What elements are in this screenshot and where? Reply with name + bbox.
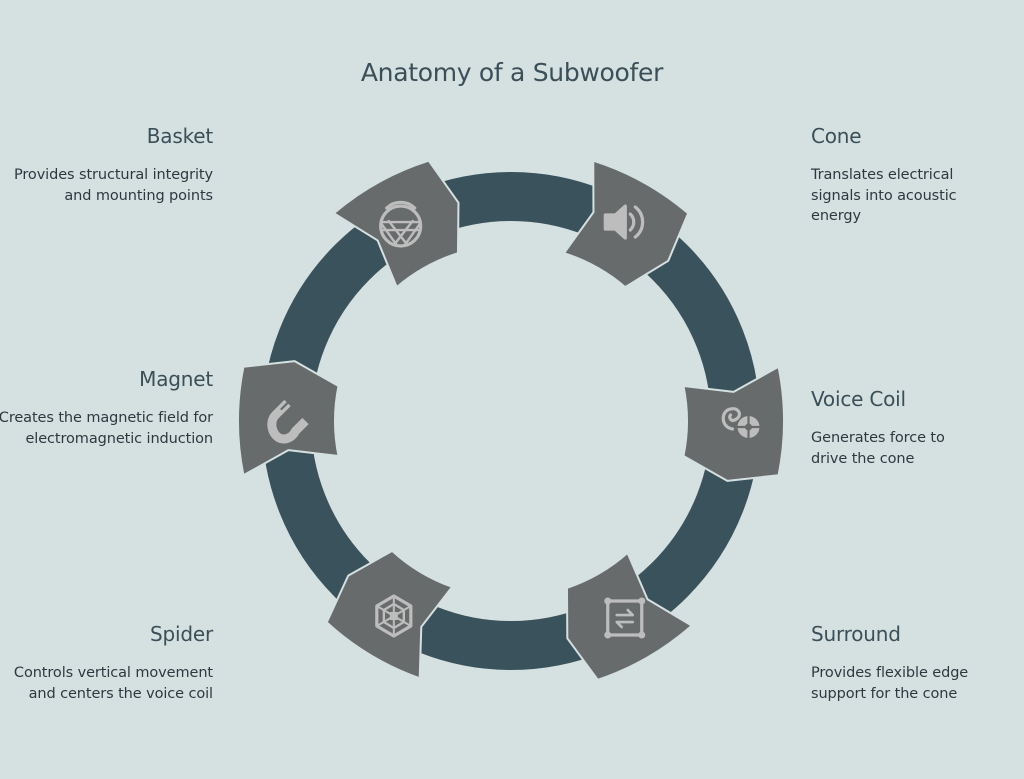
diagram-title: Anatomy of a Subwoofer — [360, 58, 664, 87]
part-name-voice-coil: Voice Coil — [811, 387, 906, 411]
part-name-basket: Basket — [146, 124, 213, 148]
coil-icon — [721, 407, 761, 440]
segment-basket — [332, 159, 460, 289]
part-description-cone: Translates electrical signals into acous… — [811, 167, 957, 224]
label-cone: Cone Translates electrical signals into … — [811, 124, 981, 227]
label-surround: Surround Provides flexible edge support … — [811, 622, 981, 704]
spiderweb-icon — [375, 594, 413, 638]
label-magnet: Magnet Creates the magnetic field for el… — [0, 367, 213, 449]
part-name-spider: Spider — [150, 622, 213, 646]
part-name-cone: Cone — [811, 124, 862, 148]
segment-voice-coil — [682, 365, 785, 482]
speaker-icon — [603, 204, 645, 240]
part-description-magnet: Creates the magnetic field for electroma… — [0, 410, 213, 447]
label-spider: Spider Controls vertical movement and ce… — [0, 622, 213, 704]
part-name-surround: Surround — [811, 622, 901, 646]
basket-icon — [379, 200, 423, 248]
segment-surround — [565, 551, 693, 681]
part-description-surround: Provides flexible edge support for the c… — [811, 665, 969, 702]
part-description-basket: Provides structural integrity and mounti… — [13, 167, 213, 204]
label-basket: Basket Provides structural integrity and… — [0, 124, 213, 206]
part-description-voice-coil: Generates force to drive the cone — [811, 430, 945, 467]
magnet-icon — [267, 395, 309, 444]
surround-icon — [604, 597, 646, 639]
part-description-spider: Controls vertical movement and centers t… — [13, 665, 213, 702]
part-name-magnet: Magnet — [139, 367, 213, 391]
segment-magnet — [237, 360, 340, 477]
label-voice-coil: Voice Coil Generates force to drive the … — [811, 387, 981, 469]
